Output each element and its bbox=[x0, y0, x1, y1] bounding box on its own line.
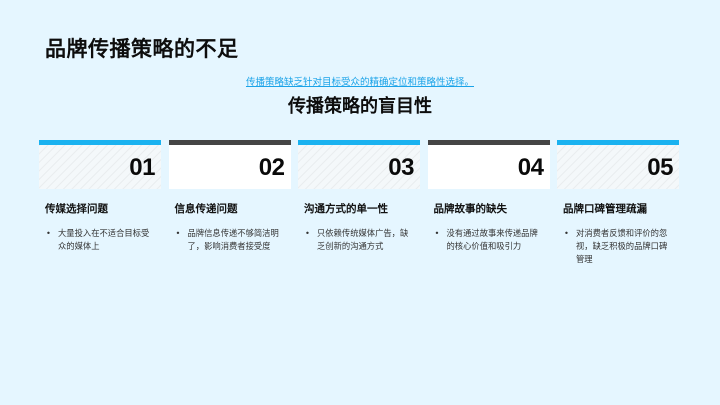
cards-row: 01 传媒选择问题 大量投入在不适合目标受众的媒体上 02 信息传递问题 品牌信… bbox=[39, 140, 679, 266]
section-heading: 传播策略的盲目性 bbox=[288, 96, 432, 117]
card-title: 品牌口碑管理疏漏 bbox=[563, 203, 647, 215]
card-number: 02 bbox=[258, 154, 285, 181]
card-bullet-list: 对消费者反馈和评价的忽视，缺乏积极的品牌口碑管理 bbox=[557, 227, 679, 266]
card-bullet-list: 只依赖传统媒体广告，缺乏创新的沟通方式 bbox=[298, 227, 420, 253]
card-bullet-list: 大量投入在不适合目标受众的媒体上 bbox=[39, 227, 161, 253]
card-bullet-list: 品牌信息传递不够简洁明了，影响消费者接受度 bbox=[169, 227, 291, 253]
card-02: 02 信息传递问题 品牌信息传递不够简洁明了，影响消费者接受度 bbox=[168, 140, 291, 266]
card-title: 沟通方式的单一性 bbox=[304, 203, 388, 215]
card-header: 02 bbox=[168, 140, 291, 189]
card-title: 传媒选择问题 bbox=[45, 203, 108, 215]
page-title: 品牌传播策略的不足 bbox=[45, 37, 239, 61]
card-header: 01 bbox=[39, 140, 161, 189]
card-bullet: 只依赖传统媒体广告，缺乏创新的沟通方式 bbox=[304, 227, 420, 253]
card-bullet: 品牌信息传递不够简洁明了，影响消费者接受度 bbox=[175, 227, 291, 253]
card-bullet: 对消费者反馈和评价的忽视，缺乏积极的品牌口碑管理 bbox=[563, 227, 679, 266]
card-number: 04 bbox=[517, 154, 544, 181]
card-header: 04 bbox=[427, 140, 550, 189]
card-title: 品牌故事的缺失 bbox=[433, 203, 508, 215]
card-05: 05 品牌口碑管理疏漏 对消费者反馈和评价的忽视，缺乏积极的品牌口碑管理 bbox=[557, 140, 679, 266]
card-bullet: 大量投入在不适合目标受众的媒体上 bbox=[45, 227, 161, 253]
card-number: 03 bbox=[388, 154, 414, 181]
card-number: 05 bbox=[647, 154, 673, 181]
card-title: 信息传递问题 bbox=[174, 203, 238, 215]
card-03: 03 沟通方式的单一性 只依赖传统媒体广告，缺乏创新的沟通方式 bbox=[298, 140, 420, 266]
subtitle-link[interactable]: 传播策略缺乏针对目标受众的精确定位和策略性选择。 bbox=[245, 77, 474, 88]
card-header: 03 bbox=[298, 140, 420, 189]
card-01: 01 传媒选择问题 大量投入在不适合目标受众的媒体上 bbox=[39, 140, 161, 266]
card-bullet-list: 没有通过故事来传递品牌的核心价值和吸引力 bbox=[428, 227, 550, 253]
card-header: 05 bbox=[557, 140, 679, 189]
card-bullet: 没有通过故事来传递品牌的核心价值和吸引力 bbox=[434, 227, 550, 253]
card-number: 01 bbox=[129, 154, 155, 181]
card-04: 04 品牌故事的缺失 没有通过故事来传递品牌的核心价值和吸引力 bbox=[427, 140, 550, 266]
